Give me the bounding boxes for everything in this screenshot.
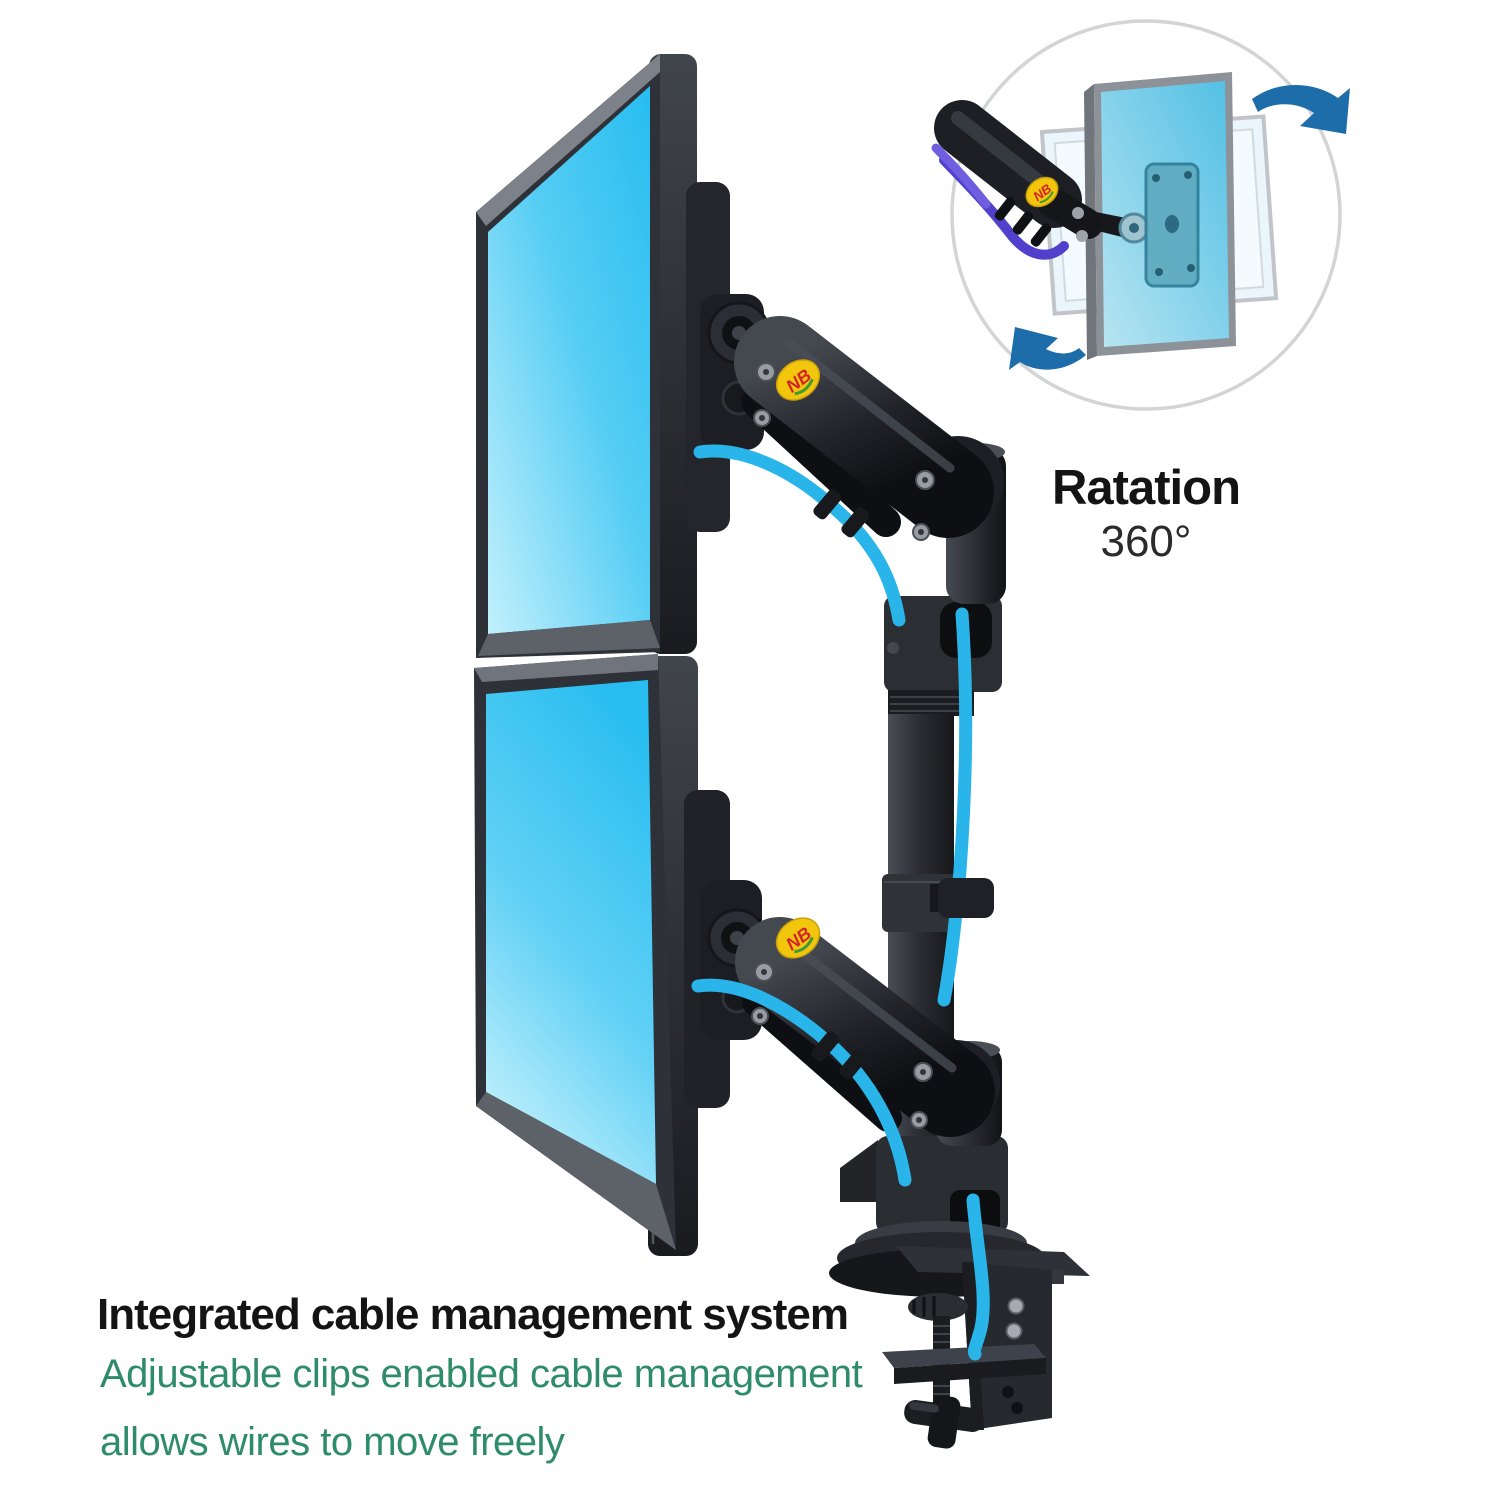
upper-monitor-top-bevel <box>476 54 660 226</box>
desk-clamp-assembly <box>829 1136 1090 1449</box>
upper-monitor-screen <box>488 86 650 634</box>
lower-monitor-top-bevel <box>474 654 658 682</box>
rotation-inset: NB <box>931 19 1350 411</box>
nb-logo-inset: NB <box>1025 176 1059 208</box>
cable-clip-pole <box>938 878 994 918</box>
rotate-arrow-icon-bottom <box>1009 327 1086 370</box>
lower-monitor-screen <box>486 680 656 1184</box>
upper-monitor-bottom-bevel <box>478 620 660 656</box>
caption-title: Integrated cable management system <box>97 1290 849 1339</box>
nb-logo-lower-arm: NB <box>775 917 821 959</box>
inset-subtitle: 360° <box>1100 517 1192 566</box>
base-cable <box>966 1193 990 1361</box>
pole-cable <box>937 607 973 1007</box>
upper-monitor <box>476 54 730 658</box>
vesa-plate <box>1094 162 1200 288</box>
upper-gas-spring-arm: NB <box>700 294 1006 604</box>
inset-arm: NB <box>931 100 1103 260</box>
upper-monitor-side <box>649 54 697 654</box>
clamp-knob <box>904 1395 984 1449</box>
nb-logo-upper-arm: NB <box>775 359 821 401</box>
clamp-foot-plate <box>882 1344 1046 1368</box>
lower-gas-spring-arm: NB <box>700 880 1000 1137</box>
caption-line-1: Adjustable clips enabled cable managemen… <box>100 1352 863 1396</box>
rotate-arrow-icon-top <box>1252 85 1350 134</box>
clamp-top-plate <box>896 1246 1090 1276</box>
cable-clips-lower-arm <box>811 1031 868 1080</box>
inset-title: Ratation <box>1052 461 1241 515</box>
lower-monitor-bottom-bevel <box>476 1092 676 1250</box>
lower-monitor <box>474 654 730 1256</box>
caption-line-2: allows wires to move freely <box>100 1420 565 1464</box>
cable-clips-upper-arm <box>813 489 870 538</box>
